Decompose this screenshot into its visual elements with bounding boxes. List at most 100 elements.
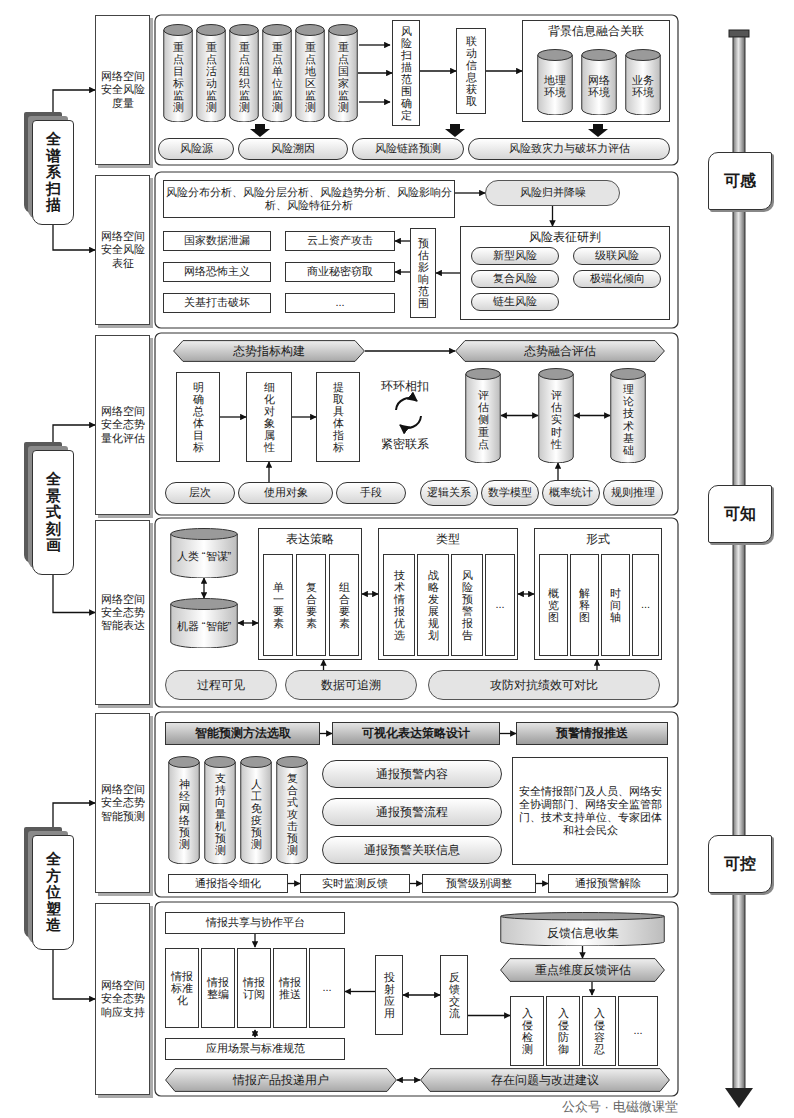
node-text: 情报推送	[279, 976, 301, 1000]
node-text: 风险溯因	[269, 142, 317, 155]
section-box: 网络空间安全态势响应支持	[95, 903, 150, 1095]
connector-arrow	[536, 883, 548, 884]
node-text: 网络空间安全态势量化评估	[96, 405, 149, 445]
node-text: 网络空间安全态势响应支持	[96, 979, 149, 1019]
node-text: 云上资产攻击	[305, 234, 375, 247]
node-text: 情报标准化	[171, 970, 193, 1006]
node-text: 提取具体指标	[333, 381, 344, 454]
connector-arrow	[395, 271, 410, 272]
connector-arrow	[365, 350, 455, 351]
process-box: 概览图	[539, 554, 568, 656]
process-box: 商业秘密窃取	[285, 262, 395, 282]
step-box: 智能预测方法选取	[165, 722, 320, 745]
node-text: 攻防对抗绩效可对比	[488, 678, 600, 692]
node-text: 数据可追溯	[319, 678, 383, 692]
node-text: 单一要素	[273, 581, 284, 629]
process-box: ...	[309, 948, 345, 1028]
connector-arrow	[403, 994, 440, 995]
node-text: 安全情报部门及人员、网络安全协调部门、网络安全监管部门、技术支持单位、专家团体和…	[513, 785, 667, 838]
process-box: 表达策略单一要素复合要素组合要素	[258, 528, 362, 660]
process-box: 安全情报部门及人员、网络安全协调部门、网络安全监管部门、技术支持单位、专家团体和…	[512, 757, 668, 865]
node-text: 战略发展规划	[428, 569, 439, 642]
data-cylinder: 业务环境	[625, 49, 661, 115]
node-text: ...	[333, 296, 346, 309]
connector-arrow	[518, 593, 534, 594]
process-box: ...	[618, 996, 658, 1066]
oval-tag: 链生风险	[471, 293, 559, 311]
node-text: 可控	[722, 854, 758, 873]
process-box: ...	[285, 293, 395, 313]
process-box: 情报整编	[201, 948, 235, 1028]
node-text: 商业秘密窃取	[305, 265, 375, 278]
cloud-tag: 数据可追溯	[285, 670, 417, 700]
connector-arrow	[557, 463, 558, 480]
connector-arrow	[552, 206, 553, 226]
oval-tag: 风险致灾力与破坏力评估	[468, 138, 670, 160]
process-box: 国家数据泄漏	[163, 231, 271, 251]
section-box: 网络空间安全风险度量	[95, 15, 150, 165]
node-text: 全方位塑造	[46, 851, 61, 934]
node-text: 层次	[187, 486, 213, 499]
node-text: 复合风险	[491, 272, 539, 285]
node-text: 形式	[584, 529, 612, 546]
connector-arrow	[420, 70, 456, 71]
node-text: 风险表征研判	[527, 227, 603, 244]
connector-arrow	[395, 240, 410, 241]
data-cylinder: 地理环境	[537, 49, 573, 115]
connector-arrow	[53, 950, 95, 999]
node-text: 支持向量机预测	[215, 772, 226, 857]
node-text: 解释图	[579, 587, 590, 623]
scope-scroll: 全方位塑造	[32, 835, 74, 950]
node-text: 情报整编	[207, 976, 229, 1000]
data-cylinder: 网络环境	[581, 49, 617, 115]
node-text: 风险归并降噪	[518, 186, 588, 199]
process-box: 形式概览图解释图时间轴...	[534, 528, 662, 660]
node-text: 通报预警解除	[573, 877, 643, 890]
connector-arrow	[323, 660, 324, 670]
goal-scroll: 可控	[708, 835, 772, 893]
process-box: 风险表征研判新型风险级联风险复合风险极端化倾向链生风险	[460, 226, 670, 320]
data-cylinder: 支持向量机预测	[204, 756, 236, 864]
node-text: 通报预警关联信息	[362, 843, 462, 857]
node-text: 智能预测方法选取	[193, 726, 293, 740]
node-text: 投射应用	[384, 971, 395, 1019]
process-box: 细化对象属性	[246, 372, 292, 462]
process-box: 应用场景与标准规范	[165, 1038, 345, 1060]
section-box: 网络空间安全风险表征	[95, 175, 150, 325]
process-box: 时间轴	[601, 554, 630, 656]
note-label: 环环相扣	[381, 378, 429, 395]
node-text: 通报指令细化	[193, 877, 263, 890]
data-cylinder: 评估侧重点	[465, 368, 501, 463]
node-text: 态势融合评估	[522, 344, 598, 358]
node-text: 重点地区监测	[305, 41, 316, 114]
node-text: 情报共享与协作平台	[204, 916, 307, 929]
process-box: 关基打击破坏	[163, 293, 271, 313]
cycle-arrows	[396, 398, 421, 428]
process-box: 单一要素	[263, 554, 293, 656]
process-box: 提取具体指标	[316, 372, 360, 462]
node-text: 细化对象属性	[264, 381, 275, 454]
section-box: 网络空间安全态势智能预测	[95, 713, 150, 893]
connector-arrow	[486, 70, 522, 71]
connector-arrow	[292, 416, 316, 417]
node-text: 实时监测反馈	[320, 877, 390, 890]
connector-arrow	[596, 660, 597, 670]
node-text: 反馈交流	[449, 971, 460, 1019]
node-text: 表达策略	[284, 529, 336, 546]
connector-arrow	[501, 415, 538, 416]
hexagon-band: 态势融合评估	[455, 340, 665, 362]
connector-arrow	[53, 575, 95, 613]
goal-scroll: 可感	[708, 152, 772, 210]
connector-arrow	[358, 72, 392, 73]
process-box: 反馈交流	[440, 955, 468, 1035]
data-cylinder: 重点组织监测	[229, 24, 259, 122]
node-text: 反馈信息收集	[545, 926, 621, 940]
data-cylinder: 重点活动监测	[196, 24, 226, 122]
process-box: 风险预警报告	[451, 554, 483, 656]
note-label: 紧密联系	[381, 436, 429, 453]
node-text: 入侵容忍	[594, 1007, 605, 1055]
connector-arrow	[410, 883, 422, 884]
data-cylinder: 重点目标监测	[163, 24, 193, 122]
node-text: 网络空间安全态势智能预测	[96, 783, 149, 823]
